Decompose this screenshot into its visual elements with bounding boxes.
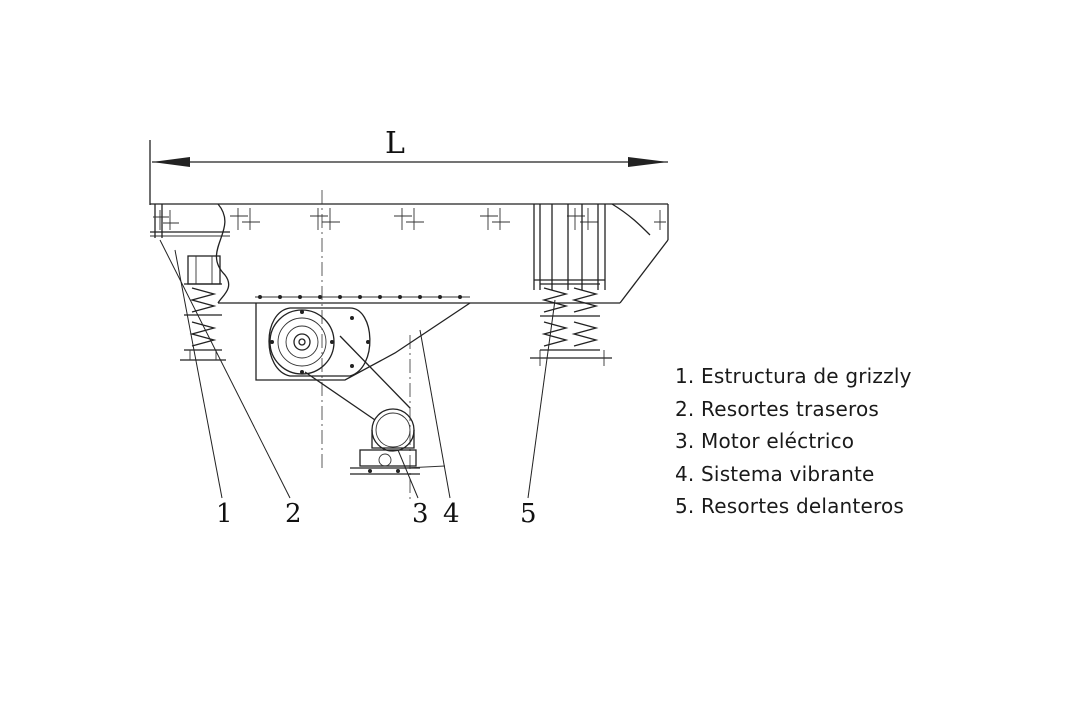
grizzly-frame — [150, 203, 669, 304]
parts-legend: 1. Estructura de grizzly 2. Resortes tra… — [675, 360, 912, 523]
leader-lines — [159, 239, 556, 499]
callout-4: 4 — [443, 499, 460, 529]
rear-springs — [180, 255, 226, 361]
legend-item-1: 1. Estructura de grizzly — [675, 364, 912, 388]
legend-item-2: 2. Resortes traseros — [675, 396, 880, 421]
electric-motor — [350, 408, 446, 475]
legend-item-4: 4. Sistema vibrante — [675, 461, 875, 486]
vibrating-system — [255, 302, 471, 421]
front-springs — [530, 283, 612, 366]
callout-3: 3 — [412, 499, 429, 529]
callout-5: 5 — [520, 499, 537, 529]
callout-numbers: 1 2 3 4 5 — [216, 499, 537, 529]
callout-2: 2 — [285, 499, 302, 529]
dimension-label: L — [385, 126, 405, 161]
legend-item-5: 5. Resortes delanteros — [675, 494, 905, 518]
legend-item-3: 3. Motor eléctrico — [675, 429, 855, 453]
length-dimension: L — [149, 126, 668, 205]
callout-1: 1 — [216, 499, 233, 529]
